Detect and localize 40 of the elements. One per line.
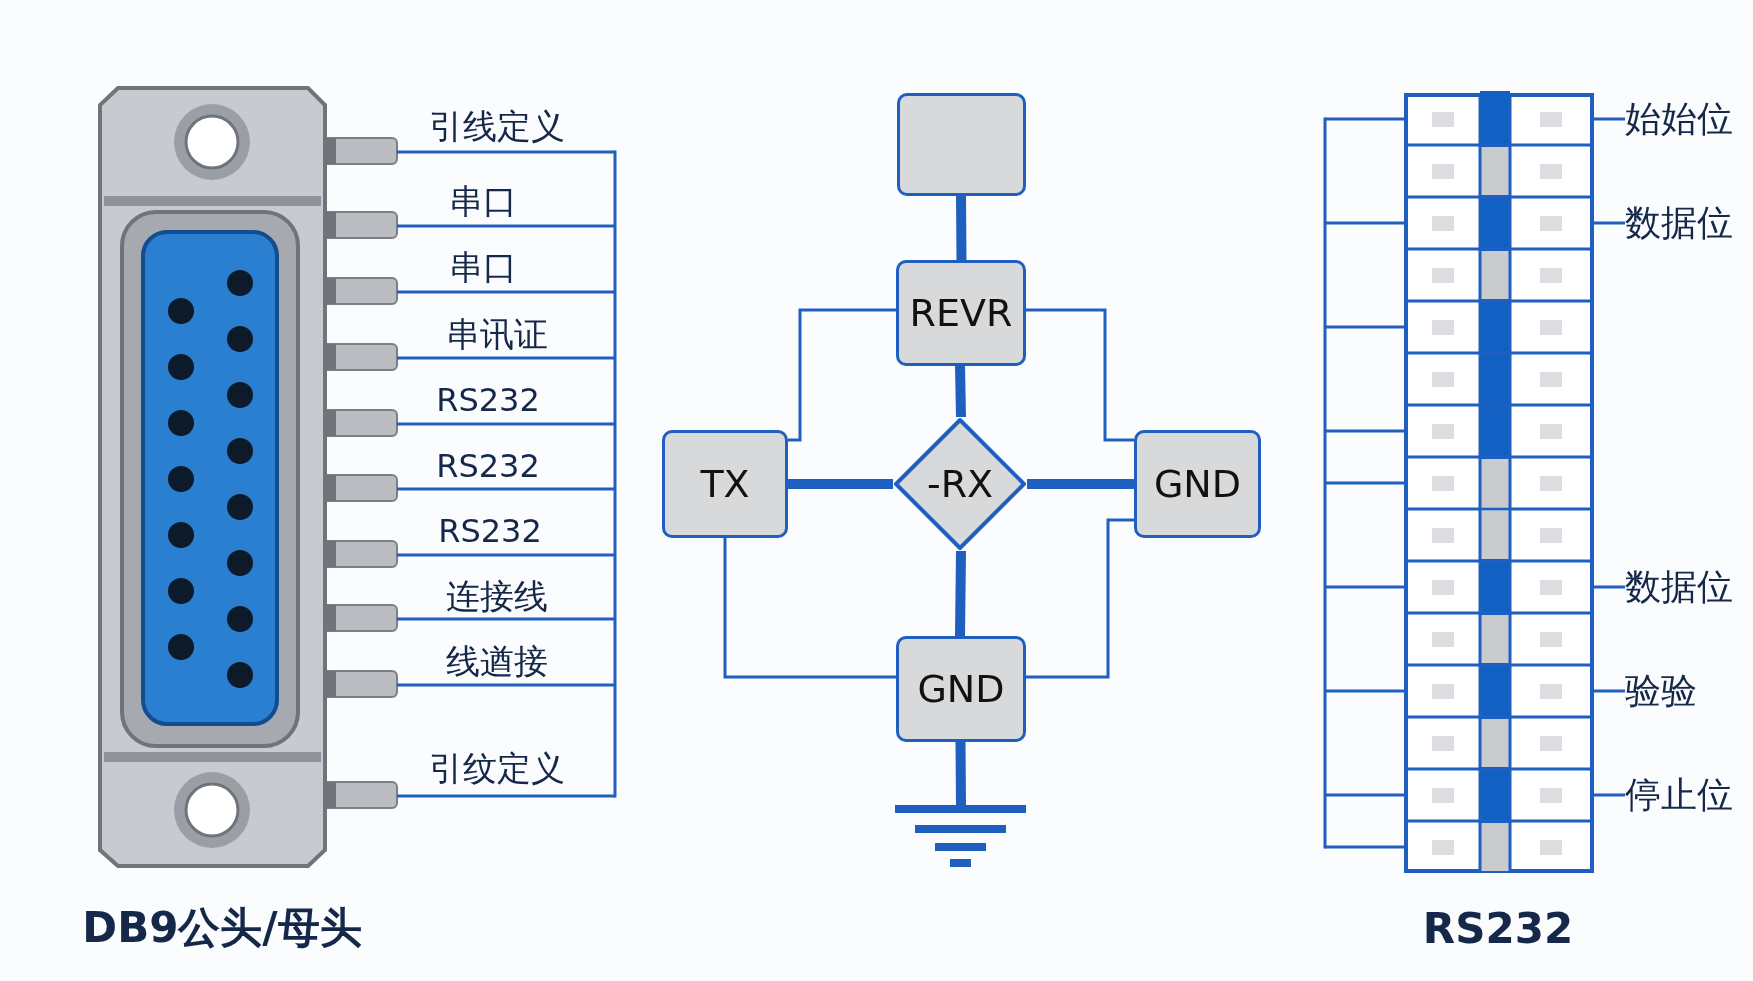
pin-label: RS232 xyxy=(436,447,540,485)
panel-caption: RS232 xyxy=(1422,903,1574,953)
pin-label: RS232 xyxy=(438,512,542,550)
connector-line xyxy=(955,365,966,418)
connector-line xyxy=(956,195,967,261)
connector-line xyxy=(723,538,896,679)
callout-label: 验验 xyxy=(1625,669,1751,713)
connector-line xyxy=(788,479,893,489)
callout-label: 始始位 xyxy=(1625,97,1751,141)
connector-line xyxy=(1594,585,1625,589)
pin-label: 串口 xyxy=(449,180,517,223)
connector-line xyxy=(955,550,966,637)
pin-label: 串讯证 xyxy=(446,313,548,356)
connector-line xyxy=(955,741,966,806)
callout-label: 数据位 xyxy=(1625,201,1751,245)
panel-caption: DB9公头/母头 xyxy=(82,902,362,954)
connector-line xyxy=(1594,689,1625,693)
connector-line xyxy=(1026,308,1134,442)
connector-line xyxy=(1594,793,1625,797)
pin-label: 线遒接 xyxy=(446,640,548,683)
process-box: GND xyxy=(1134,430,1261,538)
connector-line xyxy=(1594,221,1625,225)
pin-label: 串口 xyxy=(449,246,517,289)
process-box: GND xyxy=(896,636,1026,742)
pin-label: 连接线 xyxy=(446,575,548,618)
connector-line xyxy=(1026,518,1134,679)
process-box: TX xyxy=(662,430,788,538)
bit-frame-drawing xyxy=(1404,93,1594,873)
callout-label: 停止位 xyxy=(1625,773,1751,817)
connector-line xyxy=(788,308,896,442)
connector-line xyxy=(1027,479,1134,489)
pin-label: 引线定义 xyxy=(429,105,565,148)
pin-label: RS232 xyxy=(436,381,540,419)
connector-line xyxy=(1594,117,1625,121)
ground-symbol xyxy=(895,805,1026,867)
callout-label: 数据位 xyxy=(1625,565,1751,609)
process-box: REVR xyxy=(896,260,1026,366)
decision-diamond: -RX xyxy=(893,417,1027,551)
pin-label: 引纹定义 xyxy=(429,747,565,790)
empty-box xyxy=(897,93,1026,196)
